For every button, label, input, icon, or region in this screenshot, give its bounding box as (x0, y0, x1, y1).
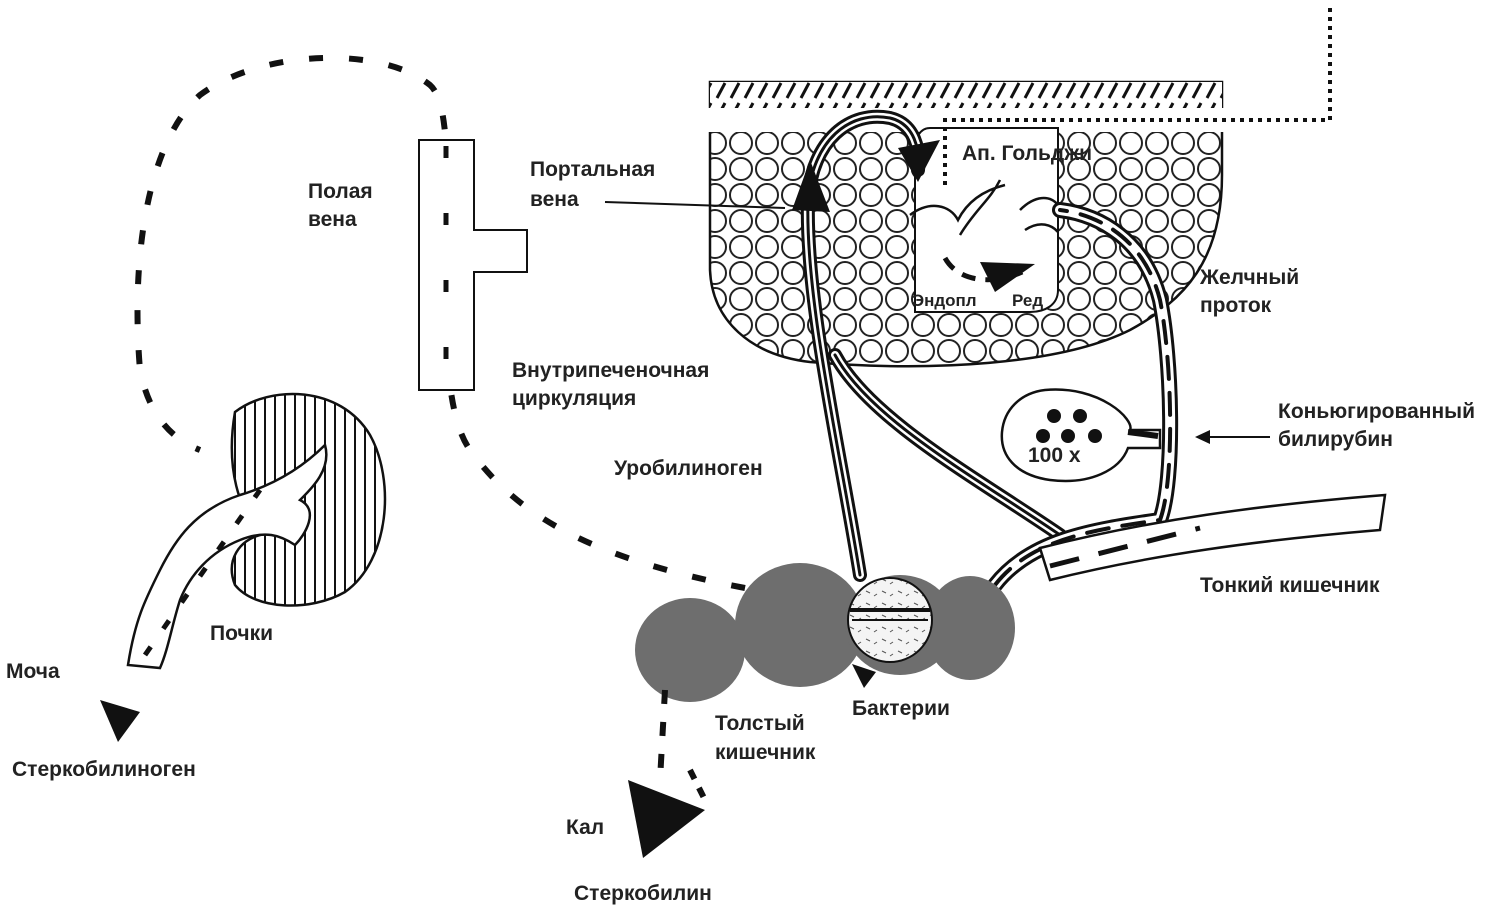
small-intestine-label: Тонкий кишечник (1200, 574, 1380, 597)
kidneys-label: Почки (210, 622, 273, 645)
large-intestine-label-line1: Толстый (715, 712, 805, 735)
conjugated-bilirubin-label-line1: Коньюгированный (1278, 400, 1475, 423)
portal-vein-label-line1: Портальная (530, 158, 655, 181)
bile-duct-label-line2: проток (1200, 294, 1272, 317)
conjugated-bilirubin-label-line2: билирубин (1278, 428, 1393, 451)
feces-dashed-path (660, 690, 665, 780)
urobilinogen-label: Уробилиноген (614, 457, 763, 480)
urine-arrowhead (100, 700, 140, 742)
er-label-left: Эндопл (912, 291, 977, 310)
large-intestine (635, 563, 1015, 702)
vena-cava-label-line2: вена (308, 208, 357, 231)
golgi-label: Ап. Гольджи (962, 142, 1092, 165)
small-intestine (1040, 495, 1385, 580)
intrahepatic-label-line1: Внутрипеченочная (512, 359, 709, 382)
intrahepatic-label-line2: циркуляция (512, 387, 636, 410)
bacteria-section (848, 578, 932, 662)
stercobilinogen-label: Стеркобилиноген (12, 758, 196, 781)
feces-label: Кал (566, 816, 604, 839)
large-intestine-label-line2: кишечник (715, 741, 816, 764)
stercobilin-label: Стеркобилин (574, 882, 712, 905)
vena-cava-label-line1: Полая (308, 180, 373, 203)
vena-cava (419, 140, 527, 390)
bacteria-label: Бактерии (852, 697, 950, 720)
urine-label: Моча (6, 660, 60, 683)
gallbladder-concentration-label: 100 x (1028, 444, 1081, 467)
bile-duct-label-line1: Желчный (1199, 266, 1299, 289)
er-label-right: Ред (1012, 291, 1043, 310)
feces-arrowhead (628, 780, 705, 858)
portal-vein-label-line2: вена (530, 188, 579, 211)
